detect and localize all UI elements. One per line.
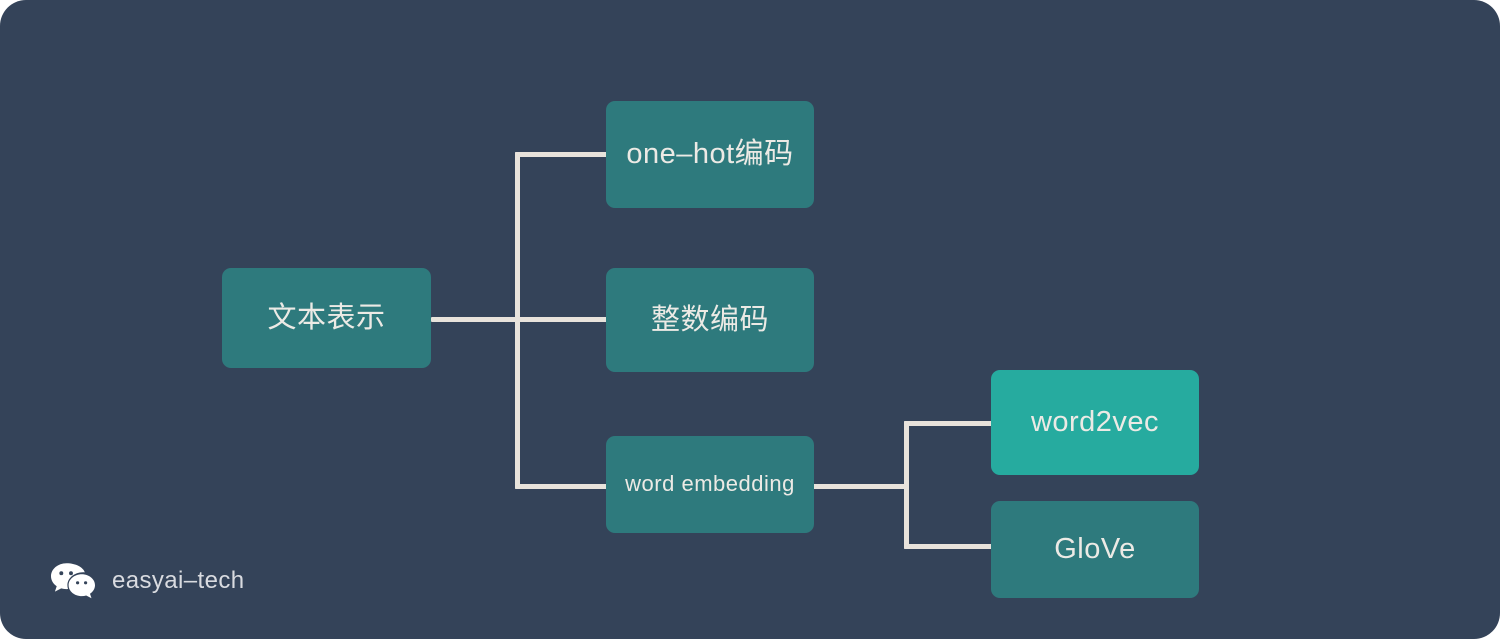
watermark: easyai–tech xyxy=(50,562,245,600)
connector-trunk-level2 xyxy=(904,421,909,549)
node-one-hot-encoding[interactable]: one–hot编码 xyxy=(606,101,814,208)
connector-trunk-to-one-hot xyxy=(515,152,610,157)
connector-trunk-to-integer xyxy=(515,317,610,322)
watermark-label: easyai–tech xyxy=(112,567,245,594)
wechat-icon xyxy=(50,562,96,600)
connector-trunk2-to-glove xyxy=(904,544,996,549)
node-root-text-representation[interactable]: 文本表示 xyxy=(222,268,431,368)
connector-trunk2-to-word2vec xyxy=(904,421,996,426)
connector-word-embedding-to-trunk2 xyxy=(810,484,906,489)
node-glove[interactable]: GloVe xyxy=(991,501,1199,598)
connector-root-to-trunk xyxy=(431,317,518,322)
node-word2vec[interactable]: word2vec xyxy=(991,370,1199,475)
node-integer-encoding[interactable]: 整数编码 xyxy=(606,268,814,372)
connector-trunk-to-word-embedding xyxy=(515,484,610,489)
node-word-embedding[interactable]: word embedding xyxy=(606,436,814,533)
